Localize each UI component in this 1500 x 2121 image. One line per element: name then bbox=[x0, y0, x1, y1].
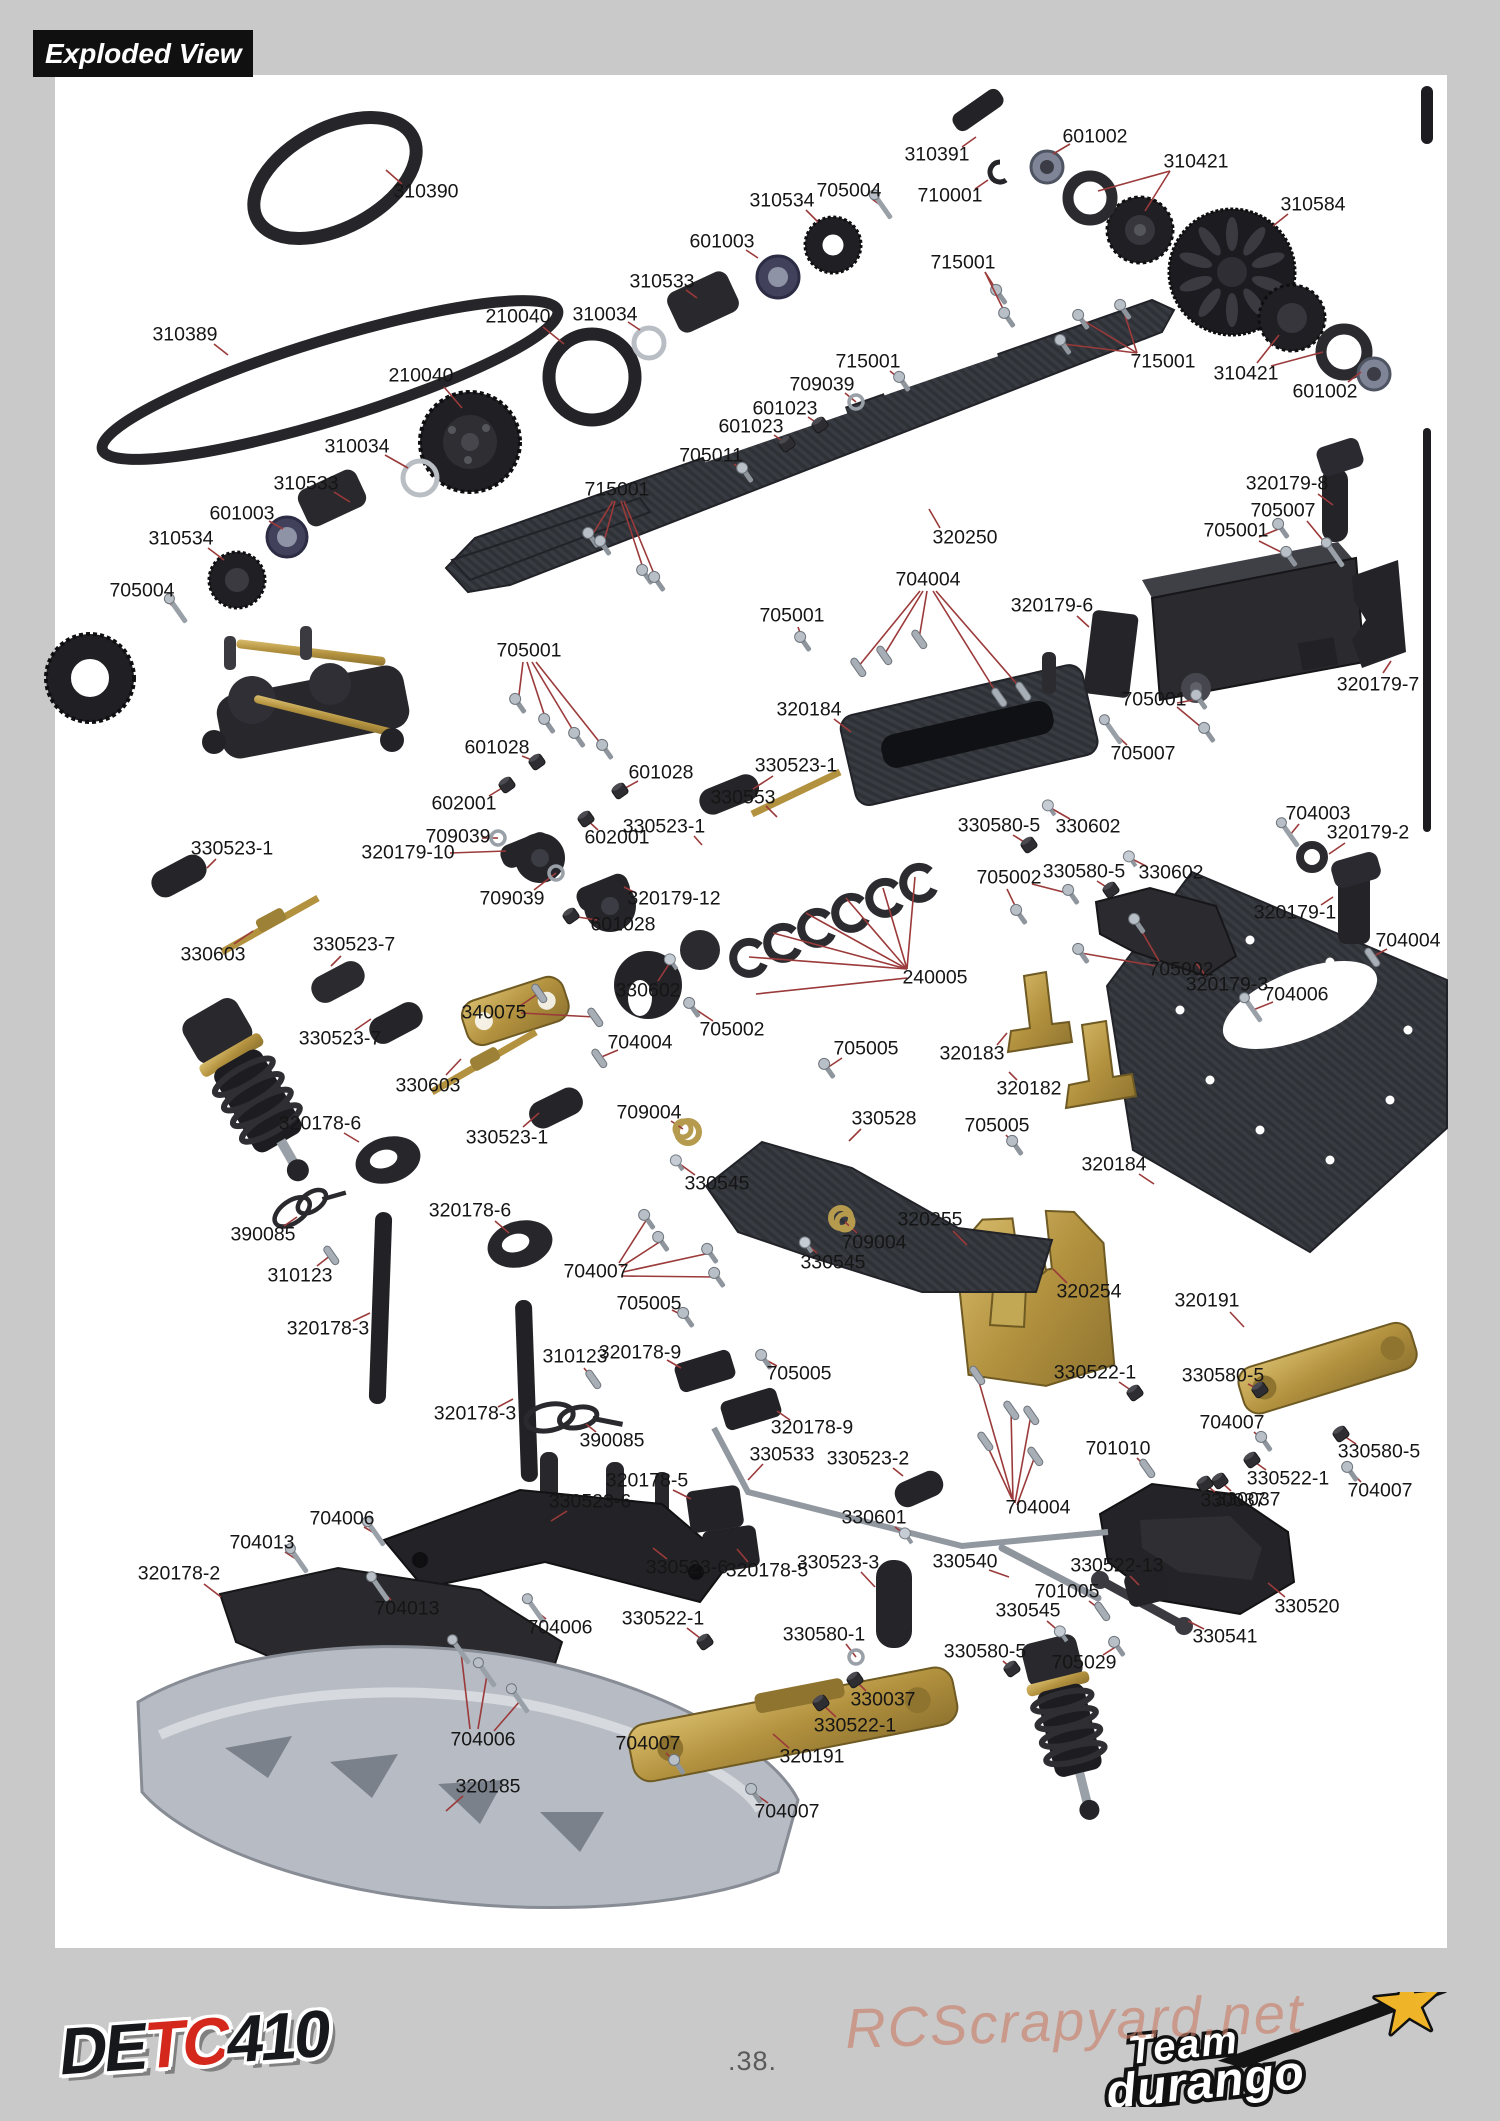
team-durango-logo: Team durango bbox=[1100, 1992, 1447, 2107]
page-title: Exploded View bbox=[45, 38, 242, 69]
detc410-logo: DETC410 bbox=[56, 1994, 332, 2090]
page-title-banner: Exploded View bbox=[33, 30, 253, 77]
page-canvas bbox=[55, 75, 1447, 1948]
logo-tc: TC bbox=[141, 2002, 232, 2083]
star-icon bbox=[1372, 1992, 1442, 2037]
logo-410: 410 bbox=[223, 1995, 333, 2078]
page-number: .38. bbox=[728, 2046, 778, 2076]
logo-de: DE bbox=[56, 2008, 150, 2089]
